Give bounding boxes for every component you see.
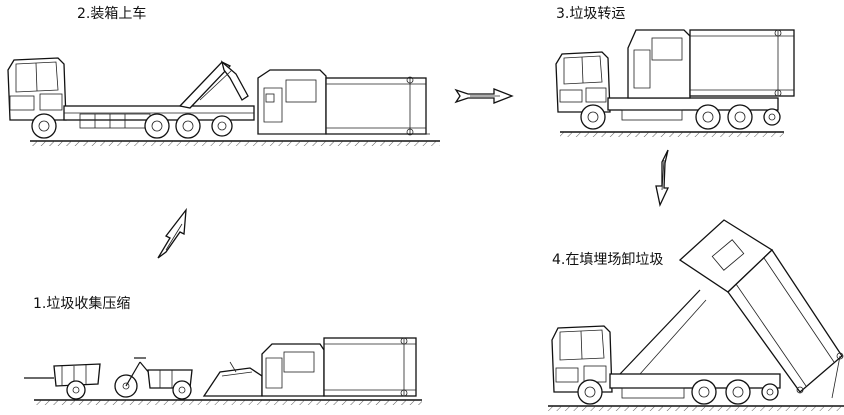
truck-wheels	[577, 379, 779, 405]
step-2-label: 2.装箱上车	[77, 6, 147, 22]
truck-wheels	[580, 104, 781, 130]
scene-collection-compaction	[24, 337, 422, 405]
arrow-step1-to-step2	[157, 207, 187, 259]
arrow-step3-to-step4	[655, 149, 670, 208]
arrow-step2-to-step3	[454, 88, 514, 104]
step-3-label: 3.垃圾转运	[556, 6, 626, 22]
scene-landfill-unloading	[548, 219, 844, 411]
compactor-container	[257, 69, 430, 136]
hand-cart	[24, 363, 101, 400]
truck-wheels	[31, 113, 233, 139]
truck-cab	[7, 57, 67, 121]
tilted-container	[678, 219, 844, 399]
hook-arm	[178, 60, 249, 109]
step-1-label: 1.垃圾收集压缩	[33, 296, 131, 312]
compactor-container	[627, 29, 795, 99]
collection-tricycle	[114, 357, 193, 400]
scene-container-loading	[7, 57, 440, 146]
step-4-label: 4.在填埋场卸垃圾	[552, 252, 664, 268]
truck-cab	[551, 325, 613, 393]
compaction-station	[202, 337, 417, 397]
scene-transport	[555, 29, 795, 137]
truck-cab	[555, 51, 611, 113]
